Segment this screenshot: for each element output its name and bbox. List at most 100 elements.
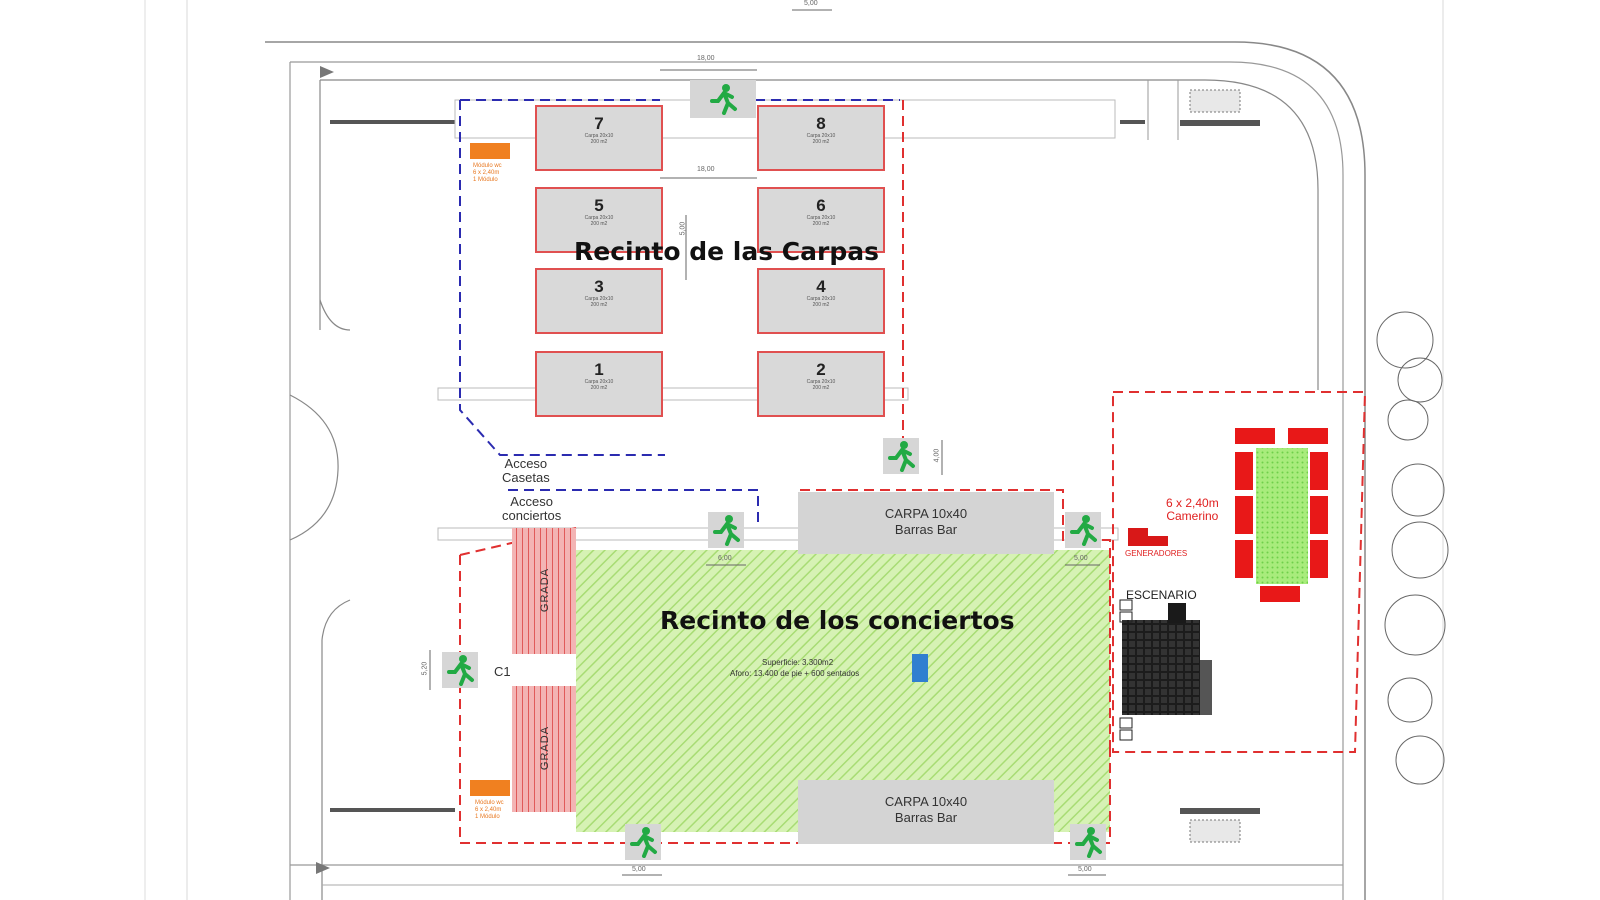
bar-top-right-2 [1180, 120, 1260, 126]
dim-c1: 5,20 [421, 661, 429, 676]
escenario-label: ESCENARIO [1126, 588, 1197, 602]
casetas-boundary [459, 100, 665, 456]
dimension-marks [429, 9, 1106, 876]
tent-size: Carpa 20x10 [584, 215, 614, 221]
bar-tent-bottom: CARPA 10x40 Barras Bar [798, 780, 1054, 844]
recinto-carpas-title: Recinto de las Carpas [574, 237, 879, 266]
tent-size: Carpa 20x10 [584, 296, 614, 302]
stage-side [1200, 660, 1212, 715]
dim-mid-gap: 18,00 [697, 166, 715, 173]
tent-8: 8 Carpa 20x10 200 m2 [757, 105, 885, 171]
tent-2: 2 Carpa 20x10 200 m2 [757, 351, 885, 417]
dim-exit-right: 4,00 [933, 448, 941, 463]
tent-area: 200 m2 [812, 302, 830, 308]
bar-tent-bottom-title: CARPA 10x40 [884, 794, 968, 809]
bar-bottom-left [330, 808, 455, 812]
exit-sign-icon [1070, 824, 1106, 860]
tent-number: 5 [594, 196, 604, 215]
wc-module-bottom-label: Módulo wc 6 x 2,40m 1 Módulo [475, 800, 504, 821]
bar-tent-top-title: CARPA 10x40 [884, 506, 968, 521]
bar-tent-top: CARPA 10x40 Barras Bar [798, 492, 1054, 554]
tent-number: 8 [816, 114, 826, 133]
generadores-label: GENERADORES [1125, 549, 1188, 558]
roundabout [289, 394, 339, 541]
tent-size: Carpa 20x10 [584, 133, 614, 139]
exit-sign-icon [690, 80, 756, 118]
label-line: Acceso [510, 494, 553, 509]
tent-area: 200 m2 [812, 385, 830, 391]
camerino-label: 6 x 2,40m Camerino [1166, 497, 1219, 523]
parking-bottom [1189, 819, 1241, 843]
conciertos-access-boundary [508, 489, 759, 525]
tent-area: 200 m2 [590, 385, 608, 391]
tent-size: Carpa 20x10 [584, 379, 614, 385]
parking-top [1189, 89, 1241, 113]
dim-exit-left-a: 6,00 [718, 555, 732, 562]
dim-vert: 5,00 [679, 221, 687, 236]
wc-label-line: 1 Módulo [473, 177, 498, 183]
acceso-conciertos-label: Acceso conciertos [502, 495, 561, 523]
camerino-green [1256, 448, 1308, 584]
inner-road [320, 79, 1319, 390]
backstage-boundary [1112, 391, 1367, 753]
dim-bottom-right: 5,00 [1078, 866, 1092, 873]
dim-top-gap: 18,00 [697, 55, 715, 62]
exit-sign-icon [708, 512, 744, 548]
tent-number: 6 [816, 196, 826, 215]
strip-mid-2 [437, 527, 1119, 541]
camerino-modules [1235, 428, 1328, 602]
superficie-label: Superficie: 3.300m2 [762, 658, 834, 667]
label-line: Camerino [1166, 509, 1219, 523]
road-curve-left-b [321, 599, 351, 900]
arrow-bottom-left [316, 862, 330, 874]
dim-bottom-left: 5,00 [632, 866, 646, 873]
tent-5: 5 Carpa 20x10 200 m2 [535, 187, 663, 253]
tent-number: 4 [816, 277, 826, 296]
generators-b [1148, 536, 1168, 546]
label-line: Acceso [504, 456, 548, 471]
strip-mid [437, 387, 909, 401]
tent-1: 1 Carpa 20x10 200 m2 [535, 351, 663, 417]
exit-sign-icon [1065, 512, 1101, 548]
grada-bottom-label: GRADA [539, 725, 552, 771]
tent-number: 7 [594, 114, 604, 133]
grada-top [512, 528, 576, 654]
stage-steps [1119, 599, 1133, 741]
aforo-label: Aforo: 13.400 de pie + 600 sentados [730, 669, 860, 678]
acceso-casetas-label: Acceso Casetas [502, 457, 550, 485]
bar-tent-top-subtitle: Barras Bar [894, 522, 958, 537]
bar-tent-bottom-subtitle: Barras Bar [894, 810, 958, 825]
wc-label-line: 6 x 2,40m [475, 807, 502, 813]
tent-area: 200 m2 [812, 221, 830, 227]
wc-label-line: Módulo wc [475, 800, 504, 806]
label-line: Casetas [502, 470, 550, 485]
road-curve-left [319, 299, 351, 331]
tent-size: Carpa 20x10 [806, 379, 836, 385]
c1-label: C1 [494, 664, 511, 679]
tent-3: 3 Carpa 20x10 200 m2 [535, 268, 663, 334]
dim-exit-right-a: 5,00 [1074, 555, 1088, 562]
dim-top-outer: 5,00 [804, 0, 818, 7]
wc-module-top-label: Módulo wc 6 x 2,40m 1 Módulo [473, 163, 502, 184]
exit-sign-icon [625, 824, 661, 860]
tent-size: Carpa 20x10 [806, 133, 836, 139]
trees [1376, 311, 1449, 785]
tent-area: 200 m2 [590, 302, 608, 308]
wc-module-top [470, 143, 510, 159]
grada-top-label: GRADA [539, 567, 552, 613]
tent-size: Carpa 20x10 [806, 215, 836, 221]
sound-desk [912, 654, 928, 682]
concert-boundary [800, 489, 1111, 750]
tent-7: 7 Carpa 20x10 200 m2 [535, 105, 663, 171]
wc-module-bottom [470, 780, 510, 796]
stage [1122, 620, 1200, 715]
bar-top-left [330, 120, 455, 124]
outer-road [265, 41, 1366, 900]
generators [1128, 528, 1148, 546]
arrow-top-left [320, 66, 334, 78]
concert-boundary-left [459, 555, 1111, 844]
grada-bottom [512, 686, 576, 812]
label-line: 6 x 2,40m [1166, 496, 1219, 510]
tent-area: 200 m2 [590, 139, 608, 145]
wc-label-line: Módulo wc [473, 163, 502, 169]
